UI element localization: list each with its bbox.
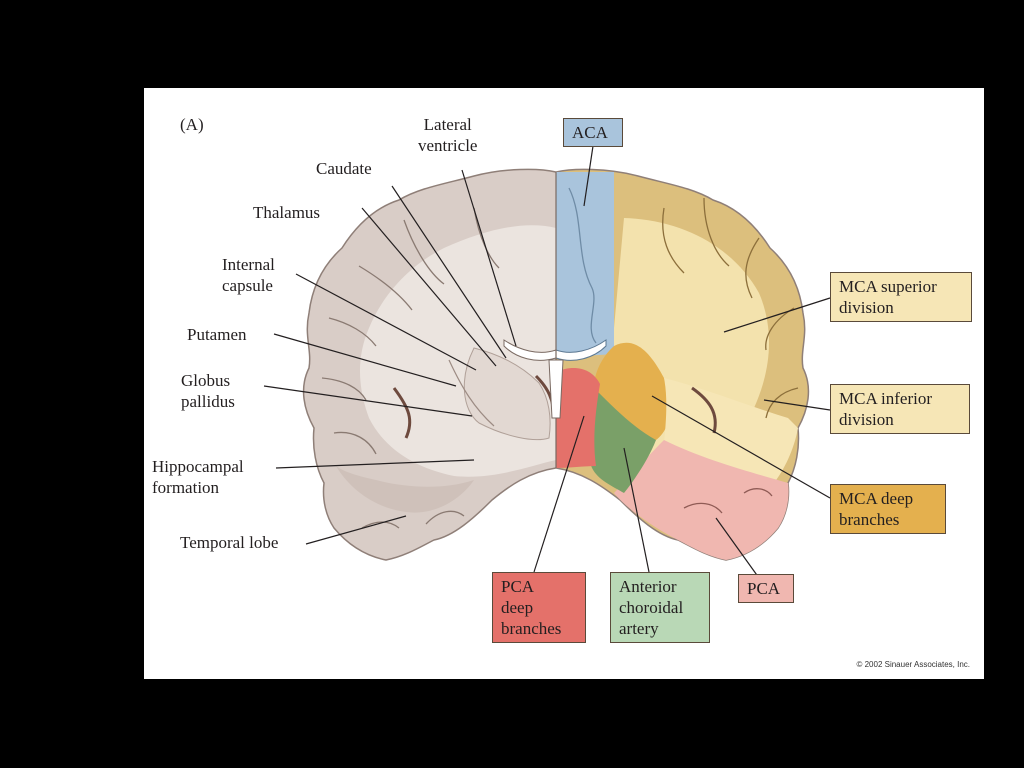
box-aca: ACA [563, 118, 623, 147]
box-mca-deep-branches: MCA deep branches [830, 484, 946, 534]
third-ventricle [548, 359, 564, 419]
right-hemisphere [556, 168, 810, 561]
box-pca-deep-branches: PCA deep branches [492, 572, 586, 643]
panel-label: (A) [180, 115, 204, 134]
label-lateral-ventricle: Lateral ventricle [418, 115, 478, 155]
figure-panel: (A) Lateral ventricle Caudate Thalamus I… [144, 88, 984, 679]
box-pca: PCA [738, 574, 794, 603]
left-hemisphere [302, 168, 556, 561]
brain-coronal-section [263, 145, 831, 579]
pca-territory [614, 440, 789, 560]
mca-inferior-territory [664, 378, 798, 483]
leader-lines [263, 145, 831, 579]
label-internal-capsule: Internal capsule [222, 255, 275, 295]
box-anterior-choroidal-artery: Anterior choroidal artery [610, 572, 710, 643]
label-thalamus: Thalamus [253, 203, 321, 222]
label-putamen: Putamen [187, 325, 247, 344]
temporal-lobe-left [336, 466, 474, 513]
box-mca-superior-division: MCA superior division [830, 272, 972, 322]
anterior-choroidal-territory [586, 390, 656, 493]
label-temporal-lobe: Temporal lobe [180, 533, 279, 552]
box-mca-inferior-division: MCA inferior division [830, 384, 970, 434]
label-hippocampal-formation: Hippocampal formation [152, 457, 244, 497]
lateral-ventricle-left [503, 339, 556, 361]
deep-nuclei-left [463, 347, 551, 441]
aca-territory [556, 172, 614, 356]
lateral-ventricle-right [556, 339, 607, 361]
label-caudate: Caudate [316, 159, 372, 178]
copyright-notice: © 2002 Sinauer Associates, Inc. [856, 660, 970, 669]
label-globus-pallidus: Globus pallidus [181, 371, 235, 411]
pca-deep-territory [556, 368, 600, 468]
